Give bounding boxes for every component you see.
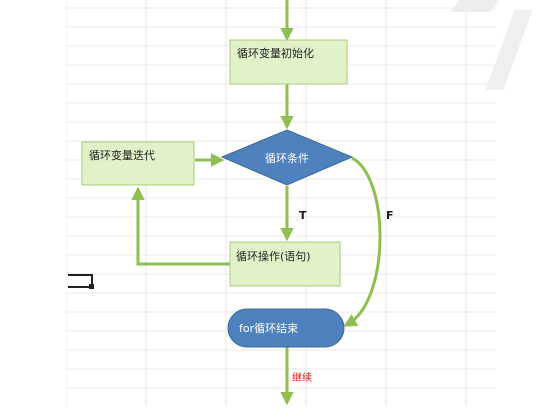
cell-marker-icon — [68, 274, 93, 288]
node-iter-label: 循环变量迭代 — [89, 149, 155, 162]
node-iter-box — [81, 141, 195, 186]
node-init-label: 循环变量初始化 — [237, 47, 314, 60]
edge-true-label: T — [299, 209, 307, 222]
node-condition-label: 循环条件 — [265, 152, 309, 165]
edge-false-label: F — [386, 209, 394, 222]
node-body-label: 循环操作(语句) — [236, 250, 311, 263]
node-body-box — [229, 241, 341, 287]
node-end-terminal — [227, 308, 345, 348]
node-end-label: for循环结束 — [239, 322, 299, 335]
edge-continue-label: 继续 — [292, 373, 312, 384]
cell-marker-dot — [89, 284, 94, 289]
node-condition-diamond — [220, 129, 354, 186]
edge-body-to-iter — [131, 186, 230, 266]
node-init-box — [229, 39, 348, 85]
edge-cond-false-to-end — [343, 156, 382, 327]
